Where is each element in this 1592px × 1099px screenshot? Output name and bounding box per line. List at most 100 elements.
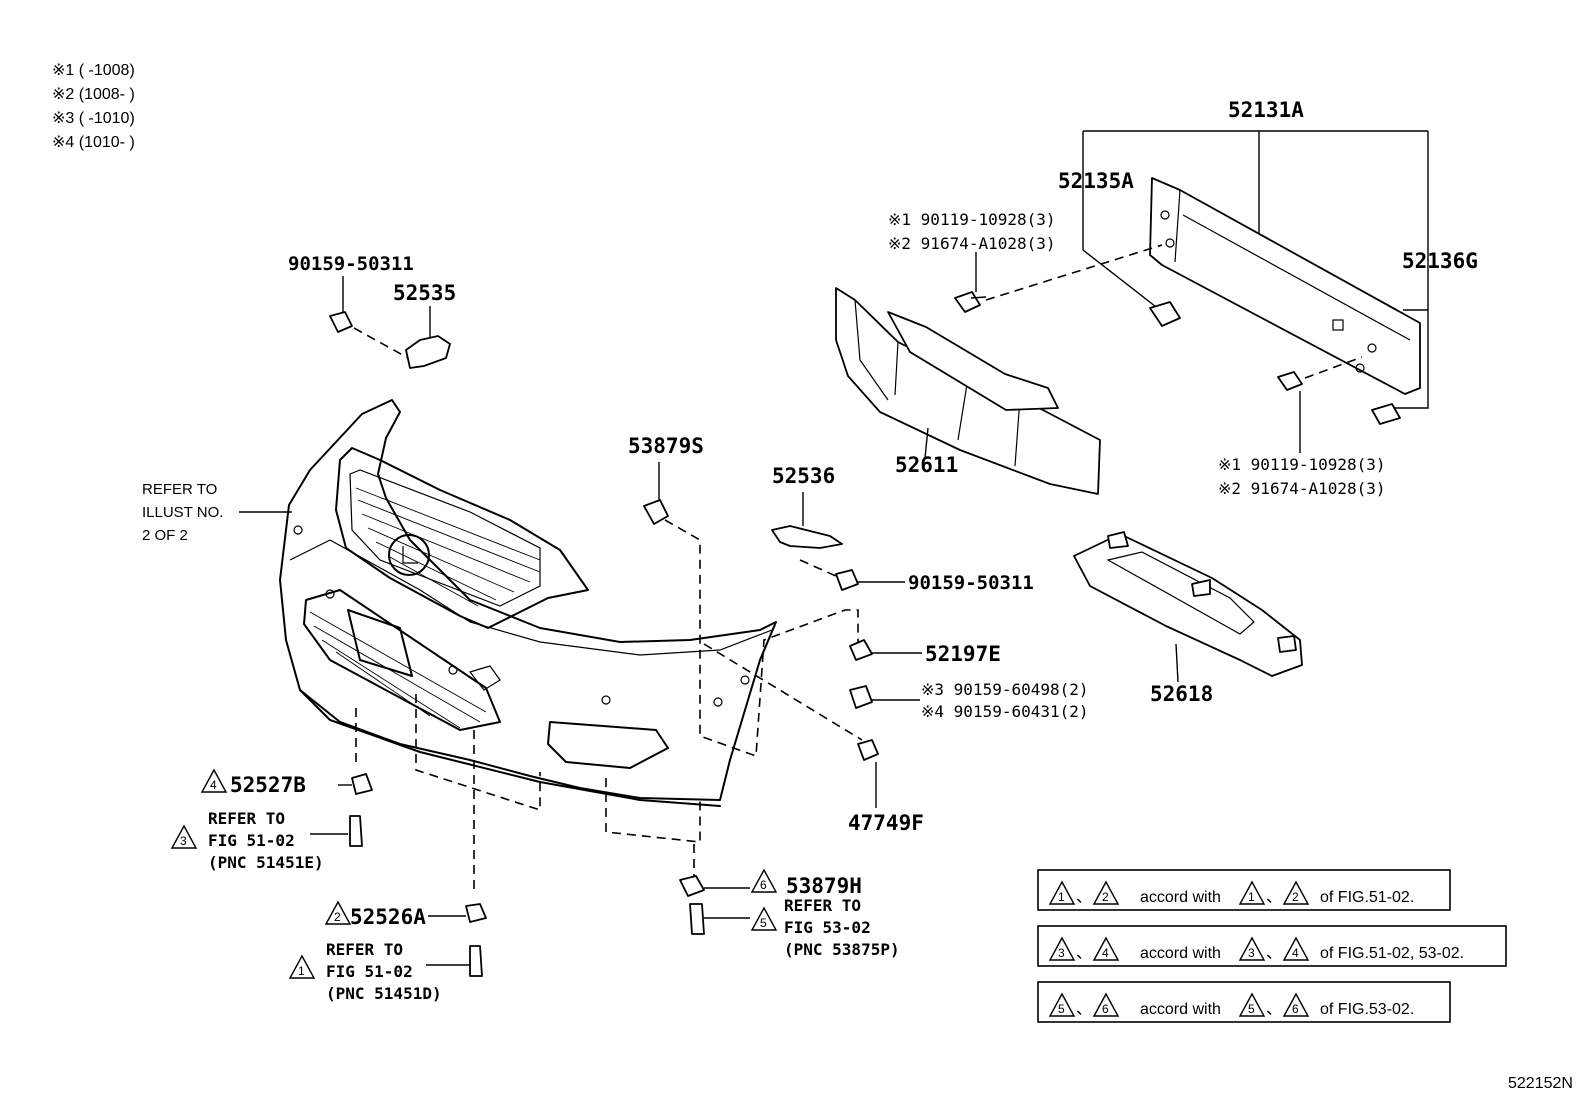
beam-bracket-right	[1371, 403, 1401, 425]
accord1-tri-b	[1092, 880, 1120, 905]
accord3-end: of FIG.53-02.	[1320, 1001, 1414, 1018]
accord1-tri-a-num: 1	[1058, 890, 1065, 904]
triangle-4	[200, 768, 228, 793]
accord3-tri-d-num: 6	[1292, 1002, 1299, 1016]
nut-52526A	[465, 903, 487, 923]
legend-line-4: ※4 (1010- )	[52, 134, 135, 151]
part-group-52197E: 52197E ※3 90159-60498(2) ※4 90159-60431(…	[849, 639, 1089, 721]
part-52618-label: 52618	[1150, 682, 1213, 706]
absorber-52618-window	[1106, 551, 1255, 635]
grille-frame	[335, 447, 589, 629]
absorber-body	[835, 287, 1101, 495]
accord1-tri-c	[1238, 880, 1266, 905]
part-52135A-label: 52135A	[1058, 169, 1134, 193]
part-52131A-label: 52131A	[1228, 98, 1304, 122]
ref1-line-1: REFER TO	[326, 940, 403, 959]
grille-slats	[355, 487, 541, 607]
parking-sensor	[740, 675, 750, 685]
bolt-guide-lower	[1304, 356, 1363, 379]
grille-inner	[349, 469, 541, 607]
assembly-bracket-lines	[1082, 130, 1429, 409]
absorber-52618: 52618	[1073, 531, 1303, 706]
triangle-6-num: 6	[760, 878, 767, 892]
parking-sensor	[325, 589, 335, 599]
accord2-sep2: 、	[1266, 945, 1282, 962]
part-53879H-label: 53879H	[786, 874, 862, 898]
accord1-sep: 、	[1076, 889, 1092, 906]
nut-52527B	[351, 773, 373, 795]
part-group-52535: 90159-50311 52535	[288, 253, 456, 369]
bolt-lower	[1277, 371, 1303, 391]
triangle-5	[750, 906, 778, 931]
nut-53879H	[679, 875, 705, 897]
beam-end-edge	[1149, 177, 1181, 263]
accord2-tri-b	[1092, 936, 1120, 961]
clip-53879S	[643, 499, 669, 525]
52611-leader	[924, 427, 929, 459]
beam-hole	[1355, 363, 1365, 373]
accord1-tri-c-num: 1	[1248, 890, 1255, 904]
absorber-52618-tab	[1107, 531, 1129, 549]
bolt-ref5	[689, 903, 705, 935]
accord3-sep2: 、	[1266, 1001, 1282, 1018]
mount-guide-53879S	[664, 519, 859, 758]
parking-sensor	[713, 697, 723, 707]
ref3-line-1: REFER TO	[208, 809, 285, 828]
mount-guide-lower-left	[415, 694, 541, 812]
accord1-tri-b-num: 2	[1102, 890, 1109, 904]
part-52535-label: 52535	[393, 281, 456, 305]
absorber-52618-tab	[1191, 579, 1211, 597]
52135A-leader	[1082, 249, 1161, 311]
triangle-5-num: 5	[760, 916, 767, 930]
accord2-tri-c	[1238, 936, 1266, 961]
bolt-upper-lead	[970, 252, 987, 299]
screw-mid	[835, 569, 859, 591]
accord2-end: of FIG.51-02, 53-02.	[1320, 945, 1464, 962]
accord3-text: accord with	[1140, 1001, 1221, 1018]
52618-leader	[1175, 643, 1179, 683]
ref5-line-3: (PNC 53875P)	[784, 940, 900, 959]
bumper-cover: REFER TO ILLUST NO. 2 OF 2	[142, 399, 863, 890]
part-52527B-label: 52527B	[230, 773, 306, 797]
screw-60498	[849, 685, 873, 709]
energy-absorber-52611: 52611	[835, 287, 1101, 495]
legend-line-2: ※2 (1008- )	[52, 86, 135, 103]
accord3-tri-d	[1282, 992, 1310, 1017]
part-47749F-label: 47749F	[848, 811, 924, 835]
bumper-crease	[289, 539, 773, 656]
accord-note-3: 5 、 6 accord with 5 、 6 of FIG.53-02.	[1037, 981, 1451, 1023]
bumper-outline	[279, 399, 777, 801]
variant-legend: ※1 ( -1008) ※2 (1008- ) ※3 ( -1010) ※4 (…	[52, 62, 135, 151]
accord3-tri-b	[1092, 992, 1120, 1017]
part-52611-label: 52611	[895, 453, 958, 477]
plate-mount	[347, 609, 413, 677]
ref3-line-3: (PNC 51451E)	[208, 853, 324, 872]
accord3-tri-b-num: 6	[1102, 1002, 1109, 1016]
accord3-tri-a-num: 5	[1058, 1002, 1065, 1016]
ref1-line-3: (PNC 51451D)	[326, 984, 442, 1003]
triangle-2-num: 2	[334, 910, 341, 924]
screw-top	[329, 311, 353, 333]
ref5-line-1: REFER TO	[784, 896, 861, 915]
ref3-line-2: FIG 51-02	[208, 831, 295, 850]
accord3-sep: 、	[1076, 1001, 1092, 1018]
accord1-tri-d-num: 2	[1292, 890, 1299, 904]
triangle-1	[288, 954, 316, 979]
bolt-ref3	[349, 815, 363, 847]
bolt-upper-spec-1: ※1 90119-10928(3)	[888, 210, 1056, 229]
accord2-sep: 、	[1076, 945, 1092, 962]
reinforcement-beam	[1149, 177, 1421, 395]
accord2-tri-c-num: 3	[1248, 946, 1255, 960]
accord2-tri-a	[1048, 936, 1076, 961]
accord1-tri-a	[1048, 880, 1076, 905]
accord3-tri-a	[1048, 992, 1076, 1017]
bolt-guide-upper	[985, 244, 1163, 301]
accord-note-2: 3 、 4 accord with 3 、 4 of FIG.51-02, 53…	[1037, 925, 1507, 967]
legend-line-3: ※3 ( -1010)	[52, 110, 135, 127]
absorber-ribs	[854, 299, 1021, 467]
bracket-52536	[771, 525, 843, 549]
screw-spec-3: ※3 90159-60498(2)	[921, 680, 1089, 699]
ref1-line-2: FIG 51-02	[326, 962, 413, 981]
triangle-3-num: 3	[180, 834, 187, 848]
